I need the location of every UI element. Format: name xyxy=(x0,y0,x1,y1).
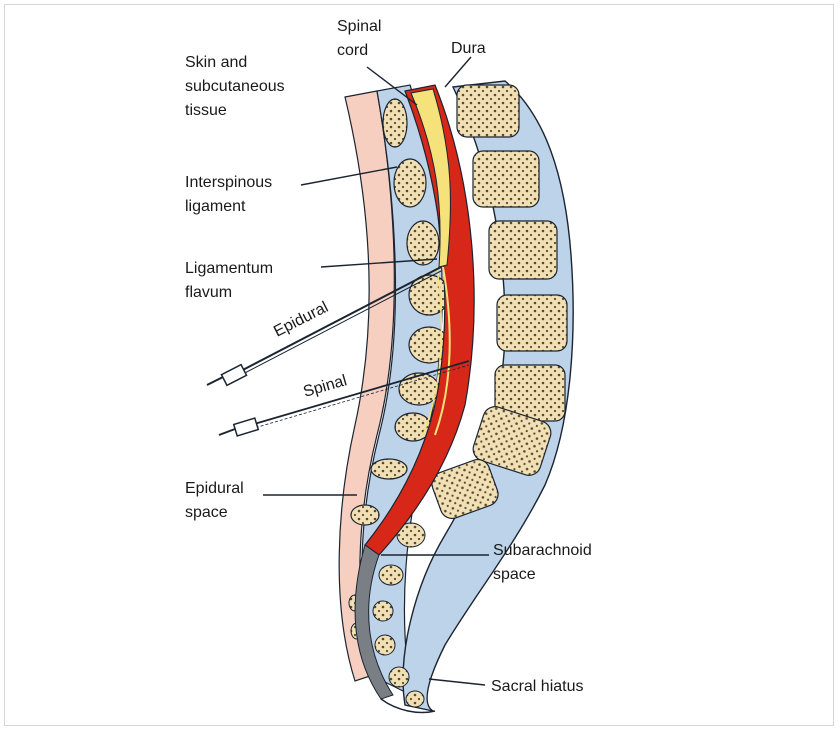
label-epidural-space: Epidural space xyxy=(185,477,244,525)
label-flavum-line1: Ligamentum xyxy=(185,260,274,277)
label-spinal-cord: Spinal cord xyxy=(337,15,381,63)
label-flavum-line2: flavum xyxy=(185,284,233,301)
figure-frame: Epidural Spinal Skin and subcutaneous ti… xyxy=(4,4,834,726)
label-subarachnoid-line1: Subarachnoid xyxy=(493,542,592,559)
label-subarachnoid: Subarachnoid space xyxy=(493,539,592,587)
label-interspinous: Interspinous ligament xyxy=(185,171,272,219)
epidural-needle-label: Epidural xyxy=(271,299,331,341)
vertebral-bodies xyxy=(431,84,568,520)
label-spinal-cord-line2: cord xyxy=(337,42,369,59)
label-skin-line2: subcutaneous xyxy=(185,78,285,95)
label-epidural-space-line1: Epidural xyxy=(185,480,244,497)
spinal-needle xyxy=(218,360,470,437)
label-sacral-hiatus: Sacral hiatus xyxy=(491,678,584,695)
leader-lines xyxy=(263,56,489,686)
label-skin: Skin and subcutaneous tissue xyxy=(185,51,285,123)
label-epidural-space-line2: space xyxy=(185,504,228,521)
label-skin-line3: tissue xyxy=(185,102,227,119)
label-interspinous-line2: ligament xyxy=(185,198,246,215)
spinal-cord xyxy=(410,88,451,268)
label-subarachnoid-line2: space xyxy=(493,566,536,583)
skin-layer xyxy=(338,90,395,682)
subarachnoid-space xyxy=(354,544,394,700)
label-spinal-cord-line1: Spinal xyxy=(337,18,382,35)
label-dura: Dura xyxy=(451,40,486,57)
label-interspinous-line1: Interspinous xyxy=(185,174,273,191)
spine-diagram: Epidural Spinal xyxy=(206,56,574,714)
epidural-needle xyxy=(206,266,442,387)
label-flavum: Ligamentum flavum xyxy=(185,257,273,305)
label-skin-line1: Skin and xyxy=(185,54,248,71)
spinal-needle-label: Spinal xyxy=(301,372,348,401)
